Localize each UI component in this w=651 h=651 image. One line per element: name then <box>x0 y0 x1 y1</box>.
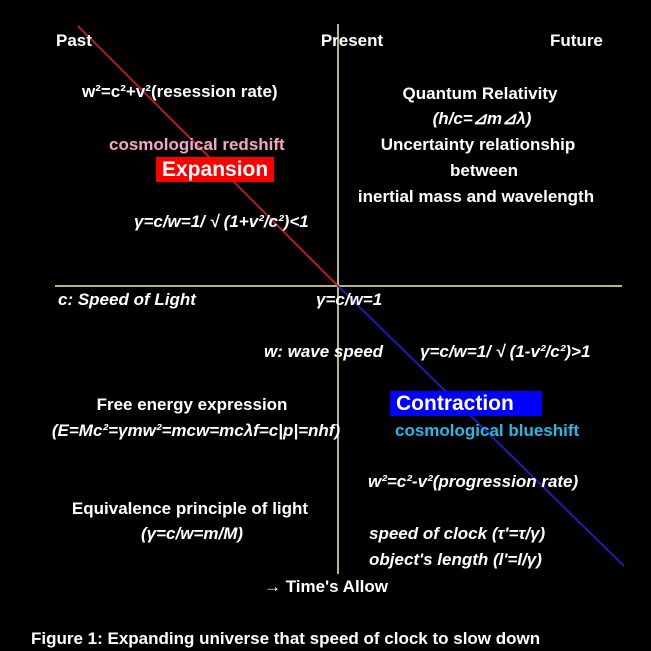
contraction-label: Contraction <box>390 391 542 416</box>
uncertainty-line-2: between <box>449 161 519 180</box>
progression-rate-formula: w²=c²-v²(progression rate) <box>368 472 579 491</box>
expansion-diagonal-line <box>77 25 339 287</box>
present-label: Present <box>320 31 384 50</box>
gamma-one-formula: γ=c/w=1 <box>316 290 383 309</box>
object-length-formula: object's length (l'=l/γ) <box>369 550 542 569</box>
wave-speed-label: w: wave speed <box>264 342 384 361</box>
time-arrow-label: → Time's Allow <box>264 577 389 596</box>
free-energy-title: Free energy expression <box>96 395 288 414</box>
speed-of-light-label: c: Speed of Light <box>58 290 196 309</box>
resession-rate-formula: w²=c²+v²(resession rate) <box>82 82 278 101</box>
uncertainty-line-3: inertial mass and wavelength <box>357 187 595 206</box>
clock-speed-formula: speed of clock (τ'=τ/γ) <box>369 524 546 543</box>
gamma-expansion-formula: γ=c/w=1/ √ (1+v²/c²)<1 <box>134 212 309 231</box>
gamma-contraction-formula: γ=c/w=1/ √ (1-v²/c²)>1 <box>420 342 591 361</box>
quantum-relativity-formula: (h/c=⊿m⊿λ) <box>432 109 532 128</box>
free-energy-formula: (E=Mc²=γmw²=mcw=mcλf=c|p|=nhf) <box>51 421 341 440</box>
equivalence-principle-formula: (γ=c/w=m/M) <box>140 524 244 543</box>
cosmological-blueshift-label: cosmological blueshift <box>395 421 580 440</box>
future-label: Future <box>550 31 603 50</box>
contraction-diagonal-line <box>337 285 625 567</box>
uncertainty-line-1: Uncertainty relationship <box>380 135 576 154</box>
past-label: Past <box>56 31 92 50</box>
cosmological-redshift-label: cosmological redshift <box>109 135 285 154</box>
equivalence-principle-title: Equivalence principle of light <box>71 499 309 518</box>
quantum-relativity-title: Quantum Relativity <box>402 84 558 103</box>
expansion-label: Expansion <box>156 157 275 182</box>
figure-caption: Figure 1: Expanding universe that speed … <box>31 629 541 648</box>
